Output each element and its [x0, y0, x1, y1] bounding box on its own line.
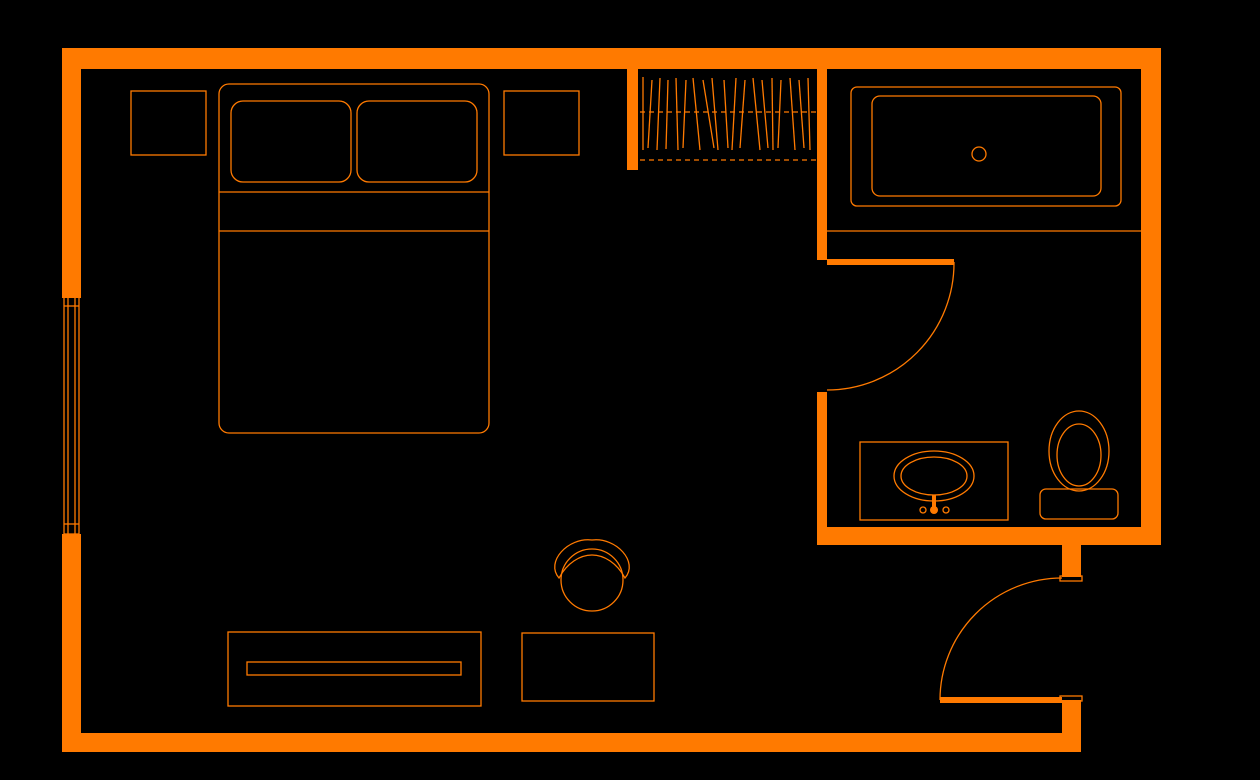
wall-left-lower	[62, 534, 81, 752]
wall-top	[62, 48, 1161, 69]
pillow-right	[356, 100, 478, 183]
pillow-left	[230, 100, 352, 183]
wall-bathroom-left-lower	[817, 392, 827, 545]
tv-console	[227, 631, 482, 707]
wall-right	[1141, 48, 1161, 545]
wall-bathroom-bottom	[817, 527, 1161, 545]
desk	[521, 632, 655, 702]
bathroom-door	[826, 259, 955, 391]
wall-left-upper	[62, 48, 81, 298]
wall-bathroom-left-upper	[817, 48, 827, 260]
vanity-sink	[859, 441, 1009, 521]
window	[63, 295, 80, 535]
nightstand-right	[503, 90, 580, 156]
wall-bottom	[62, 733, 1081, 752]
wall-entry-jamb-bottom	[1062, 700, 1081, 752]
wall-closet-partition	[627, 62, 638, 170]
wall-entry-jamb-top	[1062, 545, 1081, 577]
toilet	[1039, 410, 1119, 520]
walls	[62, 48, 1161, 752]
bathtub-drain	[971, 146, 987, 162]
closet-hangers	[640, 77, 817, 161]
desk-chair	[554, 539, 630, 612]
nightstand-left	[130, 90, 207, 156]
bathtub	[850, 86, 1122, 207]
double-bed	[218, 83, 490, 434]
entry-door	[939, 575, 1083, 703]
